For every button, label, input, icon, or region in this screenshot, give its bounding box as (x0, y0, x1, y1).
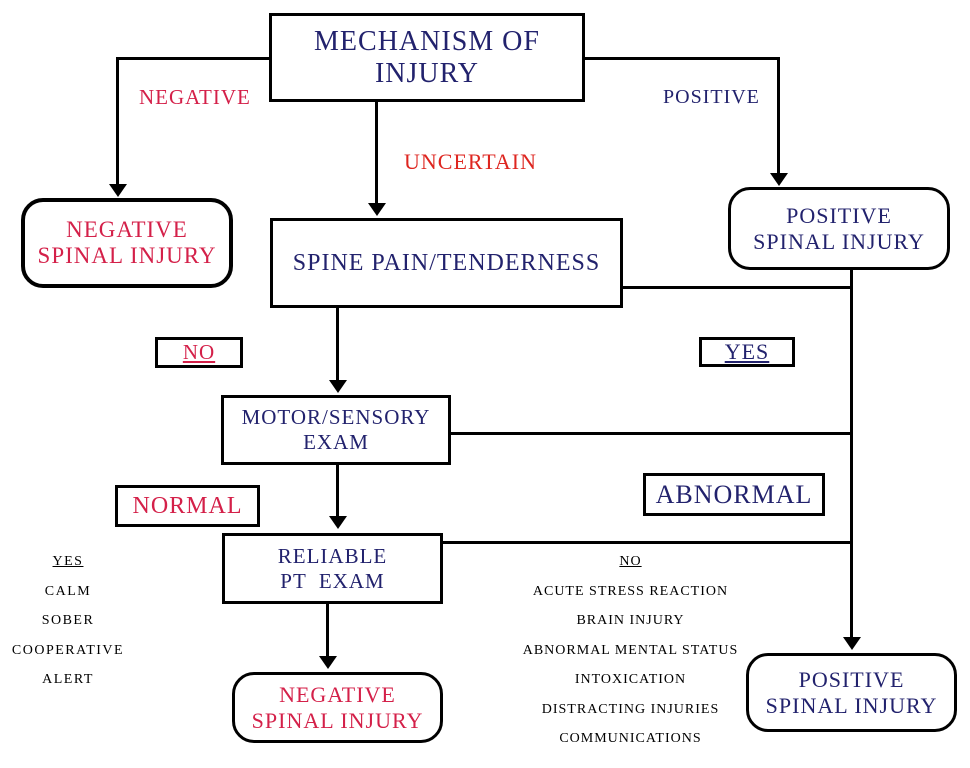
list-item: ALERT (42, 672, 94, 687)
list-items: CALM SOBER COOPERATIVE ALERT (4, 577, 132, 695)
list-heading: YES (52, 554, 84, 569)
node-label: SPINE PAIN/TENDERNESS (292, 249, 601, 276)
list-item: BRAIN INJURY (576, 613, 685, 628)
edge-mechanism-uncertain-vertical (375, 102, 378, 204)
node-negative-spinal-injury-top: NEGATIVE SPINAL INJURY (21, 198, 233, 288)
gate-normal: NORMAL (115, 485, 260, 527)
edge-motor-reliable-vertical (336, 465, 339, 517)
node-label: SPINAL INJURY (37, 243, 217, 268)
gate-yes: YES (699, 337, 795, 367)
node-label: POSITIVE (786, 202, 892, 228)
edge-main-right-vertical (850, 268, 853, 638)
node-label: SPINAL INJURY (765, 692, 938, 718)
node-spine-pain-tenderness: SPINE PAIN/TENDERNESS (270, 218, 623, 308)
list-item: CALM (44, 583, 92, 599)
arrowhead-down-icon (329, 516, 347, 529)
arrowhead-down-icon (843, 637, 861, 650)
gate-abnormal: ABNORMAL (643, 473, 825, 516)
edge-reliable-negative-vertical (326, 604, 329, 657)
edge-label-positive: POSITIVE (663, 86, 760, 108)
list-item: SOBER (41, 613, 95, 628)
arrowhead-down-icon (368, 203, 386, 216)
list-item: COOPERATIVE (11, 642, 125, 658)
arrowhead-down-icon (770, 173, 788, 186)
node-negative-spinal-injury-bottom: NEGATIVE SPINAL INJURY (232, 672, 443, 743)
gate-label: NO (182, 340, 216, 364)
list-item: ABNORMAL MENTAL STATUS (522, 642, 739, 658)
list-items: ACUTE STRESS REACTION BRAIN INJURY ABNORMA… (503, 577, 758, 754)
gate-label: YES (724, 339, 770, 364)
node-mechanism-of-injury: MECHANISM OF INJURY (269, 13, 585, 102)
arrowhead-down-icon (329, 380, 347, 393)
reliable-criteria-yes-list: YES CALM SOBER COOPERATIVE ALERT (4, 547, 132, 695)
list-item: COMMUNICATIONS (559, 731, 702, 746)
gate-no: NO (155, 337, 243, 368)
node-positive-spinal-injury-bottom: POSITIVE SPINAL INJURY (746, 653, 957, 732)
edge-mechanism-negative-horizontal (116, 57, 272, 60)
edge-motor-abnormal-horizontal (448, 432, 853, 435)
edge-spinepain-yes-horizontal (620, 286, 853, 289)
node-label: MOTOR/SENSORY (241, 405, 431, 429)
list-heading: NO (619, 554, 642, 569)
edge-reliable-no-horizontal (440, 541, 853, 544)
node-label: EXAM (303, 430, 369, 454)
node-positive-spinal-injury-top: POSITIVE SPINAL INJURY (728, 187, 950, 270)
edge-label-negative: NEGATIVE (139, 85, 251, 109)
node-label: NEGATIVE (279, 681, 396, 707)
gate-label: ABNORMAL (655, 479, 813, 509)
node-label: POSITIVE (798, 666, 905, 692)
node-label: MECHANISM OF (314, 25, 540, 57)
list-item: INTOXICATION (574, 672, 687, 687)
edge-label-uncertain: UNCERTAIN (404, 149, 538, 174)
edge-mechanism-negative-vertical (116, 57, 119, 185)
node-label: NEGATIVE (66, 217, 188, 242)
list-item: DISTRACTING INJURIES (541, 701, 720, 717)
edge-mechanism-positive-horizontal (582, 57, 780, 60)
node-motor-sensory-exam: MOTOR/SENSORY EXAM (221, 395, 451, 465)
edge-spinepain-motor-vertical (336, 306, 339, 381)
node-label: SPINAL INJURY (251, 707, 424, 733)
node-label: SPINAL INJURY (753, 228, 925, 254)
list-item: ACUTE STRESS REACTION (532, 583, 729, 599)
node-reliable-pt-exam: RELIABLE PT EXAM (222, 533, 443, 604)
reliable-criteria-no-list: NO ACUTE STRESS REACTION BRAIN INJURY ABNO… (503, 547, 758, 754)
arrowhead-down-icon (109, 184, 127, 197)
node-label: PT EXAM (280, 568, 385, 593)
arrowhead-down-icon (319, 656, 337, 669)
edge-mechanism-positive-vertical (777, 57, 780, 174)
gate-label: NORMAL (132, 492, 243, 519)
node-label: RELIABLE (277, 543, 388, 568)
node-label: INJURY (374, 57, 479, 89)
